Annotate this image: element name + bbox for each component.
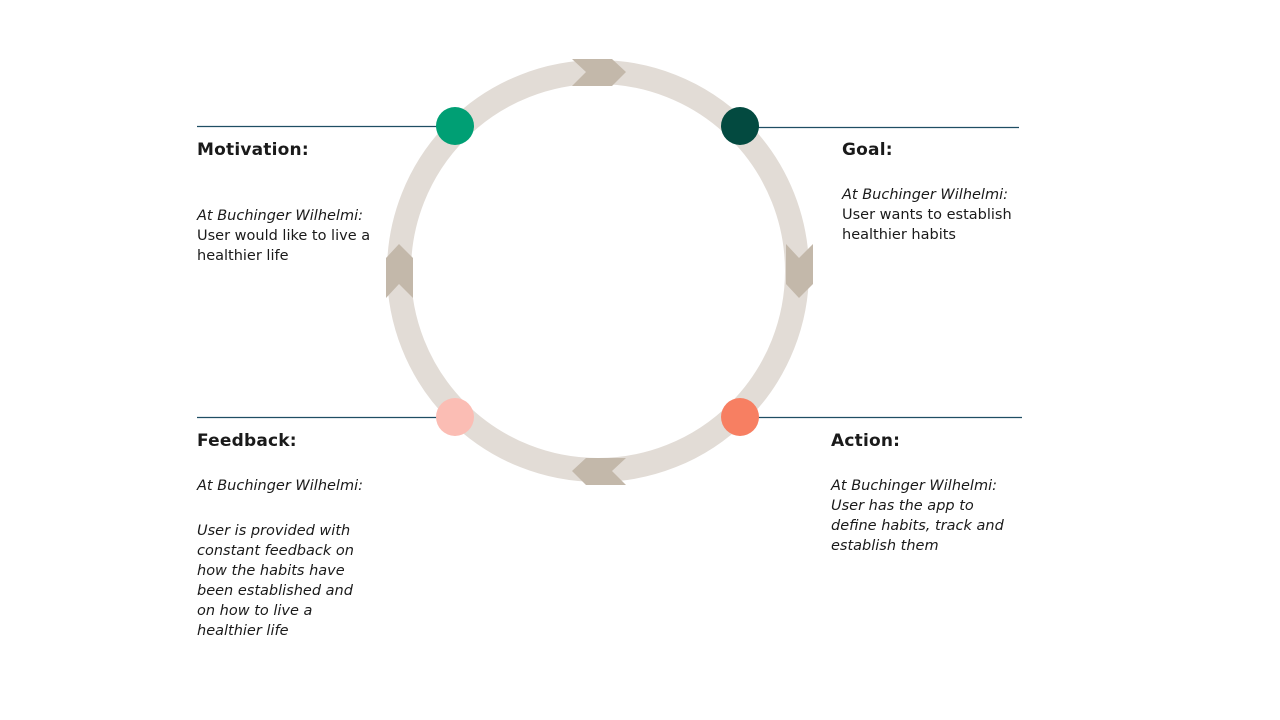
feedback-block: Feedback: At Buchinger Wilhelmi: User is… (197, 431, 397, 641)
right-arrow-chevron (786, 244, 813, 298)
goal-title: Goal: (842, 140, 893, 160)
feedback-lead: At Buchinger Wilhelmi: (197, 478, 363, 494)
goal-body: User wants to establish healthier habits (842, 207, 1012, 243)
action-dot (721, 398, 759, 436)
goal-dot (721, 107, 759, 145)
feedback-dot (436, 398, 474, 436)
action-block: Action: At Buchinger Wilhelmi: User has … (831, 431, 1041, 556)
action-body: User has the app to define habits, track… (831, 498, 1004, 554)
motivation-dot (436, 107, 474, 145)
action-lead: At Buchinger Wilhelmi: (831, 478, 997, 494)
goal-lead: At Buchinger Wilhelmi: (842, 187, 1008, 203)
top-arrow-chevron (572, 59, 626, 86)
feedback-title: Feedback: (197, 431, 297, 451)
motivation-body: User would like to live a healthier life (197, 228, 371, 264)
bottom-arrow-chevron (572, 458, 626, 485)
feedback-body: User is provided with constant feedback … (197, 523, 354, 639)
goal-block: Goal: At Buchinger Wilhelmi: User wants … (842, 140, 1042, 245)
action-title: Action: (831, 431, 901, 451)
left-arrow-chevron (386, 244, 413, 298)
motivation-title: Motivation: (197, 140, 309, 160)
motivation-lead: At Buchinger Wilhelmi: (197, 208, 363, 224)
motivation-block: Motivation: At Buchinger Wilhelmi: User … (197, 140, 397, 266)
